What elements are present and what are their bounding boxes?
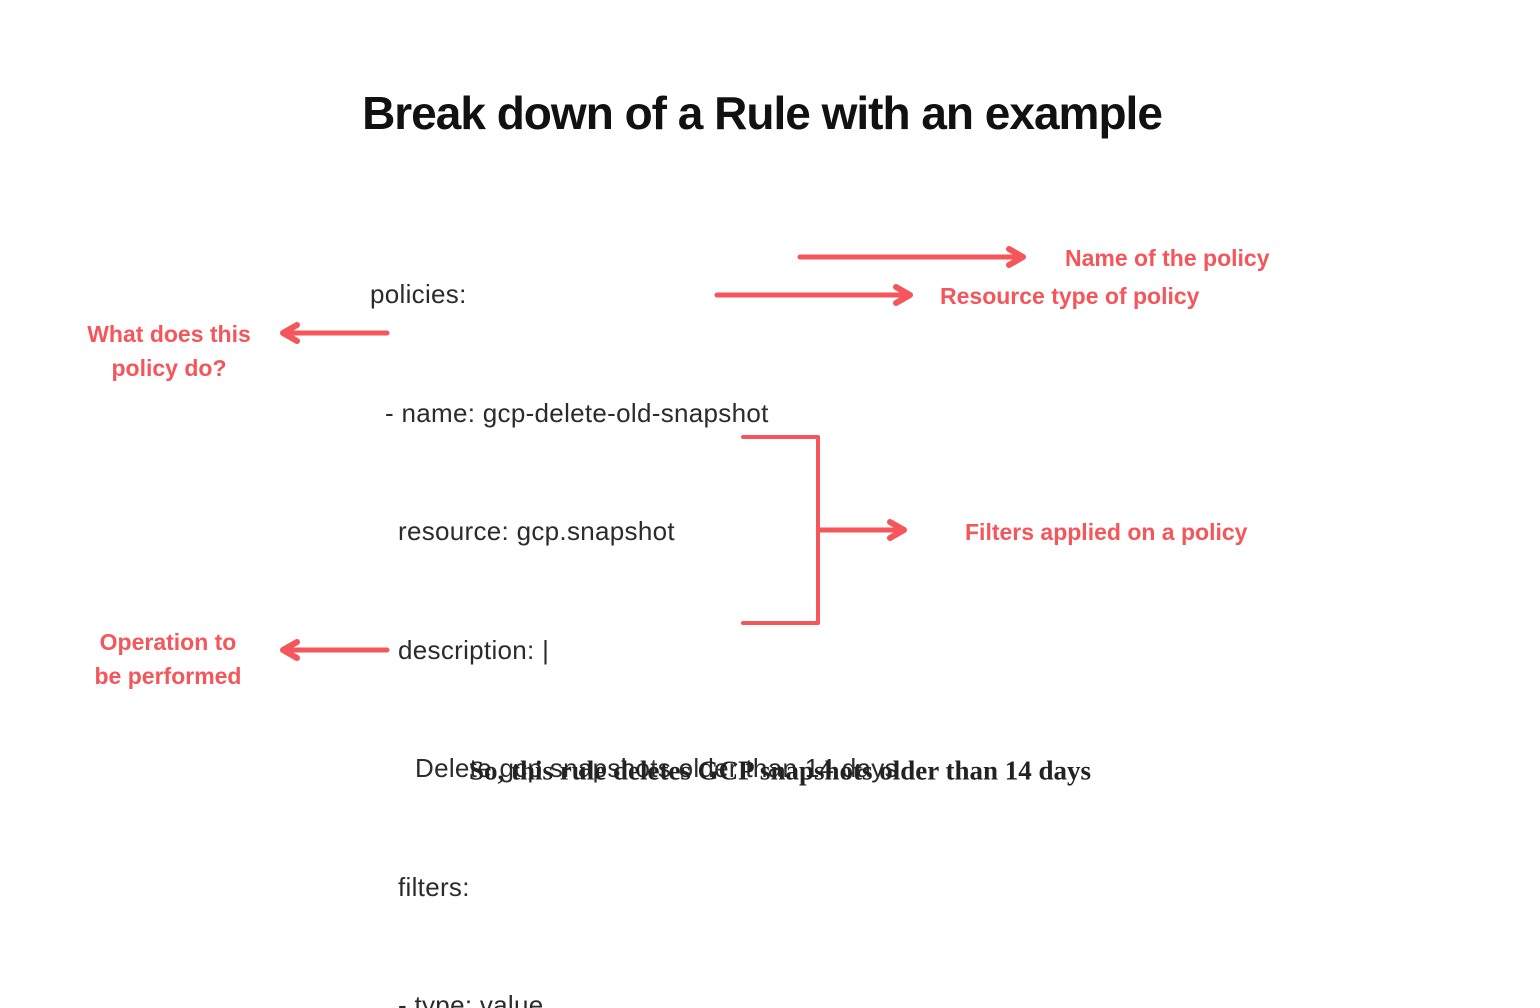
label-line: policy do? — [111, 355, 227, 381]
label-filters-applied: Filters applied on a policy — [965, 519, 1248, 545]
code-line-desc-text: Delete gcp snapshots older than 14 days — [415, 753, 898, 783]
page-title: Break down of a Rule with an example — [362, 87, 1163, 139]
code-line-resource: resource: gcp.snapshot — [398, 516, 675, 546]
code-line-filters: filters: — [398, 871, 470, 902]
label-what-does-policy-do: What does this policy do? — [87, 317, 251, 385]
label-resource-type: Resource type of policy — [940, 283, 1200, 309]
label-operation-performed: Operation to be performed — [95, 625, 242, 693]
label-line: What does this — [87, 321, 251, 347]
label-name-of-policy: Name of the policy — [1065, 245, 1270, 271]
arrow-left-icon — [280, 639, 390, 661]
summary-text: So, this rule deletes GCP snapshots olde… — [468, 755, 1092, 786]
label-line: be performed — [94, 663, 242, 689]
label-line: Operation to — [99, 629, 237, 655]
code-line-name: - name: gcp-delete-old-snapshot — [385, 397, 769, 428]
code-line-policies: policies: — [370, 279, 467, 309]
arrow-right-icon — [714, 284, 913, 306]
arrow-right-icon — [797, 246, 1026, 268]
arrow-left-icon — [280, 322, 390, 344]
yaml-code-block: policies: - name: gcp-delete-old-snapsho… — [370, 196, 898, 1008]
code-line-filter-type: - type: value — [398, 990, 544, 1008]
code-line-description: description: | — [398, 634, 550, 665]
bracket-arrow-icon — [741, 435, 907, 625]
